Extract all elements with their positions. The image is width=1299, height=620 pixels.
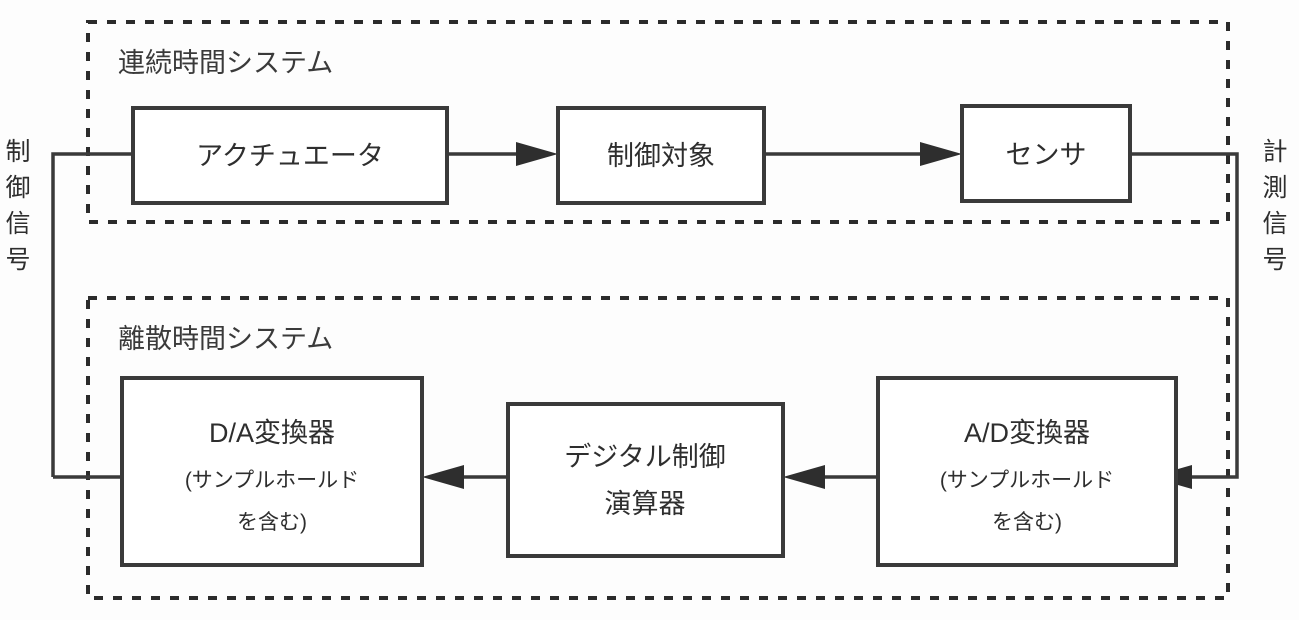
signal-label-measurement-char-1: 測: [1262, 174, 1287, 202]
block-sensor[interactable]: [960, 104, 1132, 203]
block-digital-controller-sub1: 演算器: [605, 489, 686, 519]
block-ad-converter-label: A/D変換器: [964, 418, 1090, 448]
signal-label-control-char-0: 制: [5, 138, 30, 166]
block-digital-controller-label: デジタル制御: [564, 442, 725, 472]
block-actuator-label: アクチュエータ: [196, 141, 384, 171]
block-actuator[interactable]: [131, 106, 449, 205]
arrowhead-sensor-input: [920, 142, 962, 166]
signal-label-measurement-char-2: 信: [1262, 210, 1287, 238]
signal-label-measurement-char-3: 号: [1262, 246, 1287, 274]
block-ad-converter[interactable]: [876, 376, 1178, 567]
block-da-converter-sub2: を含む): [237, 511, 307, 534]
block-digital-controller[interactable]: [506, 402, 785, 558]
signal-label-control-char-1: 御: [5, 174, 30, 202]
signal-label-control-char-3: 号: [5, 246, 30, 274]
group-discrete-time-boundary: [86, 296, 1230, 600]
signal-label-measurement-char-0: 計: [1262, 138, 1287, 166]
wire-sensor-to-ad: [1130, 152, 1239, 479]
group-continuous-time-label: 連続時間システム: [118, 48, 333, 78]
block-da-converter-label: D/A変換器: [209, 418, 335, 448]
arrowhead-da-input: [422, 465, 464, 489]
block-sensor-label: センサ: [1006, 140, 1087, 170]
arrowhead-controller-input: [783, 465, 825, 489]
block-ad-converter-sub1: (サンプルホールド: [940, 469, 1114, 492]
group-continuous-time-boundary: [86, 20, 1230, 224]
signal-label-control-char-2: 信: [5, 210, 30, 238]
group-discrete-time-label: 離散時間システム: [118, 324, 333, 354]
block-da-converter[interactable]: [120, 376, 424, 567]
block-ad-converter-sub2: を含む): [992, 511, 1062, 534]
block-plant[interactable]: [556, 106, 766, 205]
block-plant-label: 制御対象: [607, 141, 715, 171]
arrowhead-plant-input: [516, 142, 558, 166]
block-da-converter-sub1: (サンプルホールド: [185, 469, 359, 492]
